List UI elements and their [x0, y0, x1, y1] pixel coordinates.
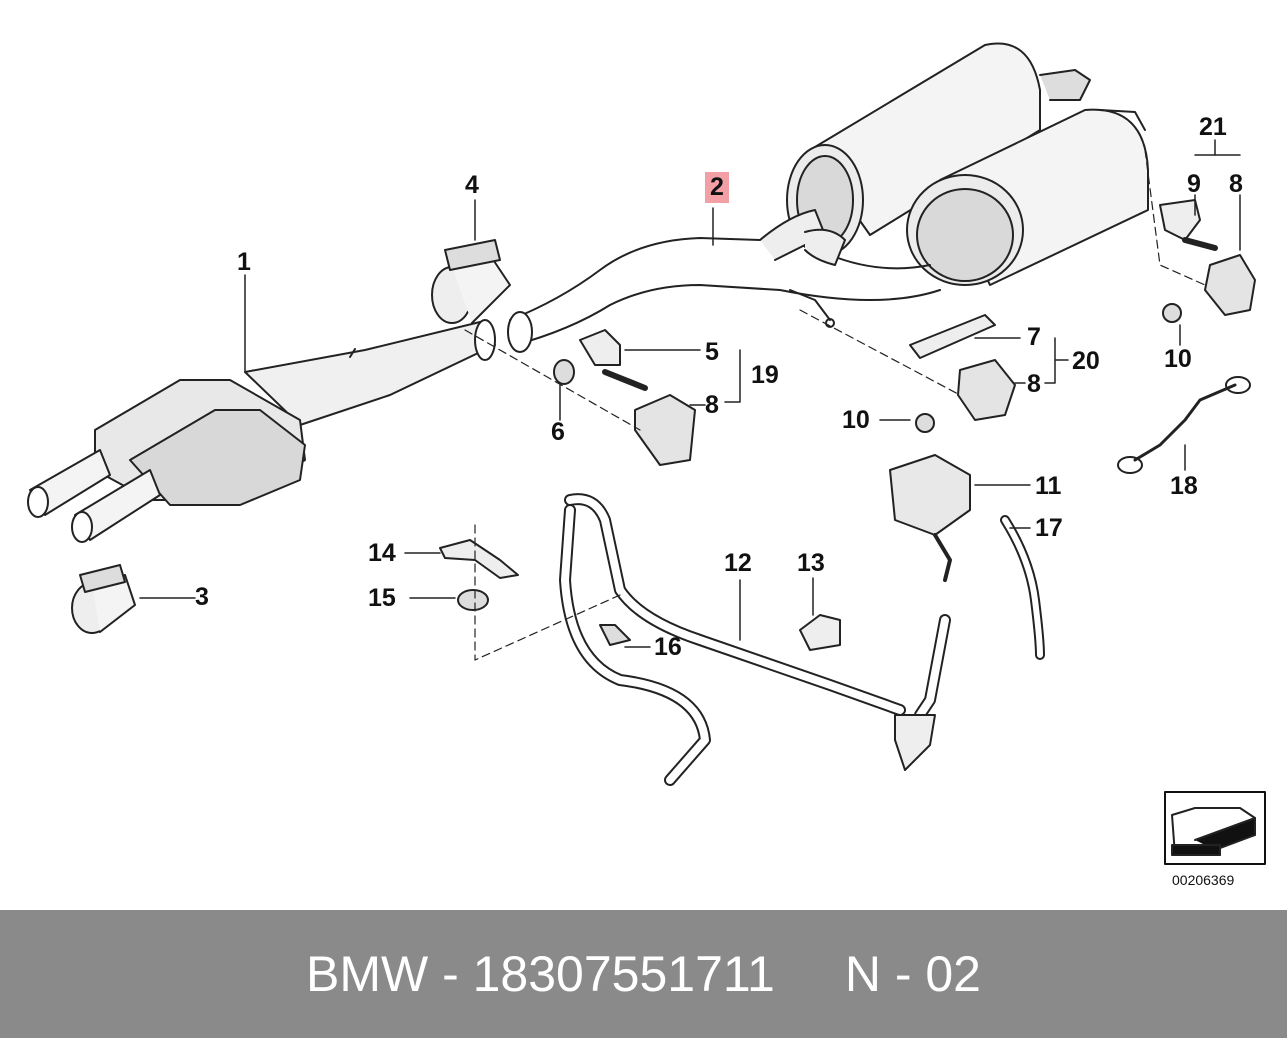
part-label-16: 16	[654, 633, 682, 661]
vacuum-line	[559, 493, 951, 786]
part-number-caption: BMW - 18307551711	[306, 946, 775, 1002]
part-label-8-left: 8	[705, 391, 719, 419]
reference-lines	[464, 149, 1206, 661]
part-label-13: 13	[797, 549, 825, 577]
part-label-6: 6	[551, 418, 565, 446]
part-label-3: 3	[195, 583, 209, 611]
pipe-hanger-bracket-right	[909, 314, 1016, 433]
part-label-4: 4	[465, 171, 479, 199]
part-label-5: 5	[705, 338, 719, 366]
orientation-badge	[1164, 791, 1266, 865]
part-label-14: 14	[368, 539, 396, 567]
caption-text: BMW - 18307551711 N - 02	[0, 910, 1287, 1038]
part-label-9: 9	[1187, 170, 1201, 198]
ground-strap	[1117, 376, 1251, 474]
part-label-18: 18	[1170, 472, 1198, 500]
pipe-clamp-upper	[431, 239, 511, 324]
part-label-20: 20	[1072, 347, 1100, 375]
page-caption: N - 02	[844, 946, 981, 1002]
part-label-8-right: 8	[1027, 370, 1041, 398]
part-label-11: 11	[1035, 472, 1062, 500]
part-label-2-highlighted: 2	[705, 172, 729, 203]
small-clips	[439, 539, 841, 651]
part-label-7: 7	[1027, 323, 1041, 351]
vacuum-actuator	[889, 454, 1045, 660]
leader-lines	[139, 139, 1241, 648]
front-catalytic-converters	[27, 319, 496, 543]
middle-pipe	[507, 209, 941, 353]
part-label-21: 21	[1199, 113, 1227, 141]
pipe-clamp-lower	[71, 564, 136, 634]
parts-diagram: 1 2 3 4 5 6 7 8 8 8 9 10 10 11 12 13 14 …	[27, 42, 1266, 888]
diagram-image-code: 00206369	[1172, 872, 1235, 888]
pipe-hanger-bracket-left	[553, 329, 696, 466]
part-label-10-right: 10	[1164, 345, 1192, 373]
part-label-19: 19	[751, 361, 779, 389]
caption-bar: BMW - 18307551711 N - 02	[0, 910, 1287, 1038]
part-label-15: 15	[368, 584, 396, 612]
muffler-hanger-bracket	[1159, 199, 1256, 323]
part-label-8-top: 8	[1229, 170, 1243, 198]
part-label-10-middle: 10	[842, 406, 870, 434]
part-label-17: 17	[1035, 514, 1063, 542]
part-label-12: 12	[724, 549, 752, 577]
exhaust-system-drawing	[27, 42, 1266, 865]
part-label-1: 1	[237, 248, 251, 276]
